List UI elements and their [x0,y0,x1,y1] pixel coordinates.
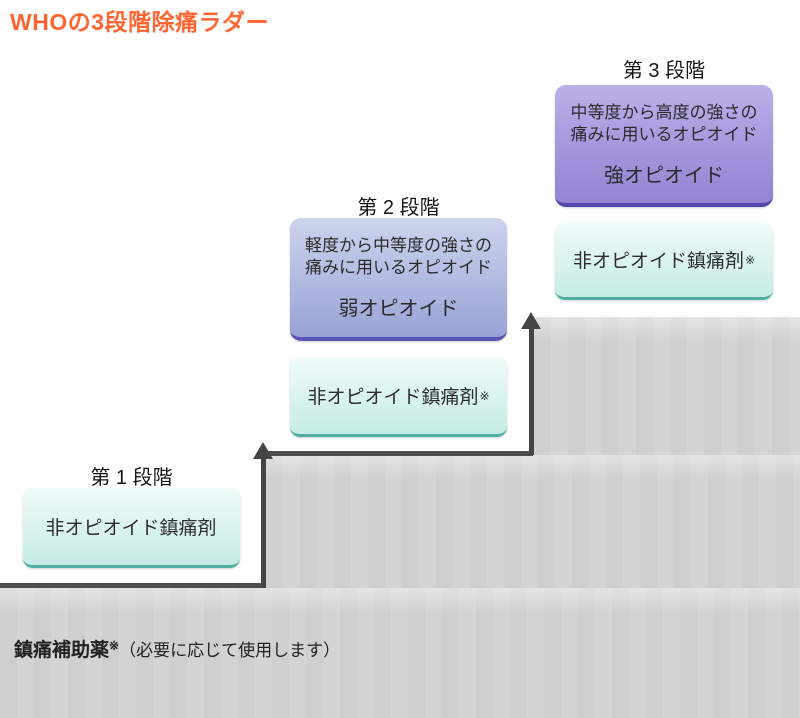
description-line: 中等度から高度の強さの [570,103,758,122]
step-1-heading: 第 1 段階 [90,467,173,489]
note-mark: ※ [479,388,490,403]
step-3-opioid-description: 中等度から高度の強さの 痛みに用いるオピオイド [555,102,773,146]
staircase-step-3 [534,317,800,455]
step-3-opioid-box: 中等度から高度の強さの 痛みに用いるオピオイド 強オピオイド [555,85,773,207]
staircase-step-2 [266,455,800,588]
step-2-non-opioid-box: 非オピオイド鎮痛剤※ [290,357,507,437]
page-title: WHOの3段階除痛ラダー [10,9,269,35]
up-arrow-head-icon [521,312,541,329]
step-2-heading: 第 2 段階 [357,197,440,219]
step-3-non-opioid-box: 非オピオイド鎮痛剤※ [555,222,773,300]
step-2-opioid-box: 軽度から中等度の強さの 痛みに用いるオピオイド 弱オピオイド [290,218,507,341]
adjuvant-analgesic-label: 鎮痛補助薬 [14,640,110,661]
step-3-opioid-name: 強オピオイド [604,165,724,187]
step-2-tread-line [266,451,533,456]
staircase-step-1-base [0,588,800,718]
description-line: 軽度から中等度の強さの [305,236,492,255]
step-3-non-opioid-label: 非オピオイド鎮痛剤 [572,251,744,272]
step-2-opioid-description: 軽度から中等度の強さの 痛みに用いるオピオイド [290,235,507,279]
description-line: 痛みに用いるオピオイド [305,258,492,277]
step-1-non-opioid-box: 非オピオイド鎮痛剤 [23,488,240,568]
adjuvant-analgesic-detail: （必要に応じて使用します） [119,641,341,660]
step-1-tread-line [0,583,266,588]
up-arrow-head-icon [253,442,273,459]
step-2-opioid-name: 弱オピオイド [338,298,459,320]
up-arrow-icon [261,458,266,588]
note-mark: ※ [109,638,120,653]
step-1-non-opioid-label: 非オピオイド鎮痛剤 [45,518,217,539]
adjuvant-analgesic-note: 鎮痛補助薬※（必要に応じて使用します） [14,635,340,662]
description-line: 痛みに用いるオピオイド [570,125,758,144]
step-3-heading: 第 3 段階 [622,60,706,82]
step-2-non-opioid-label: 非オピオイド鎮痛剤 [307,387,479,408]
up-arrow-icon [529,328,534,455]
note-mark: ※ [744,252,756,267]
